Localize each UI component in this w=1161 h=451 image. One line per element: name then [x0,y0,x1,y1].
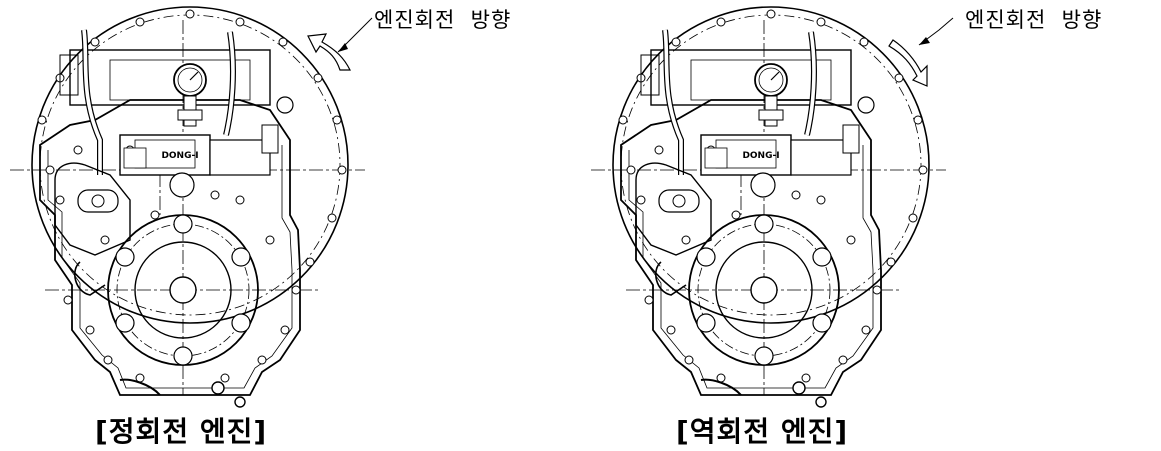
rotation-arrow-cw-icon [888,39,928,87]
panel-forward-rotation: DONG-I 엔진회전 방향 [정회전 엔진] [0,0,580,451]
gearbox-drawing-forward: DONG-I [0,0,373,451]
rotation-arrow-ccw-icon [307,33,351,71]
caption-forward-engine: [정회전 엔진] [95,415,268,448]
brand-plate: DONG-I [161,151,198,161]
rotation-direction-label: 엔진회전 방향 [374,8,512,32]
gearbox-drawing-reverse: DONG-I [581,0,954,451]
rotation-direction-label: 엔진회전 방향 [965,8,1103,32]
caption-reverse-engine: [역회전 엔진] [676,415,849,448]
brand-plate: DONG-I [742,151,779,161]
panel-reverse-rotation: DONG-I 엔진회전 방향 [역회전 엔진] [581,0,1161,451]
